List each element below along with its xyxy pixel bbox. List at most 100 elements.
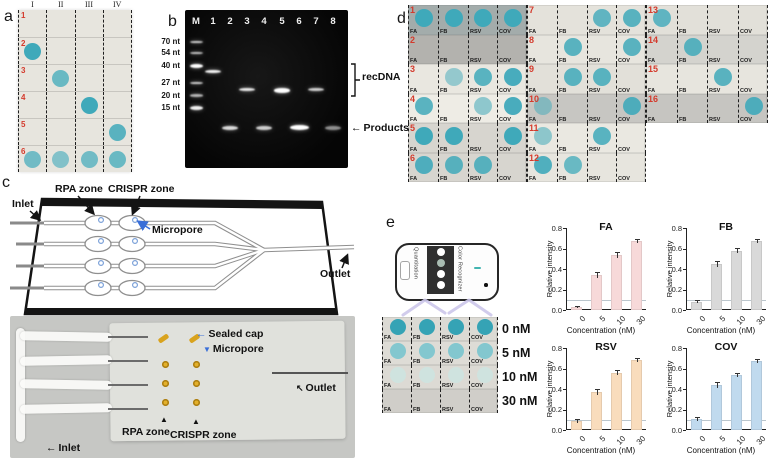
needle xyxy=(108,384,148,387)
strip-cell-label: FB xyxy=(413,383,421,389)
panel-a-row: 4 xyxy=(18,91,131,118)
test-dot xyxy=(24,43,41,60)
gel-lane-label: 1 xyxy=(210,16,216,27)
strip-cell: FB xyxy=(676,93,708,123)
strip-cell-label: RSV xyxy=(469,146,481,153)
strip-cell-label: FA xyxy=(410,146,418,153)
panel-a-cell xyxy=(102,92,131,118)
chart-y-tick-mark xyxy=(683,389,686,390)
strip-cell-label: FB xyxy=(678,87,686,94)
strip-cell: COV xyxy=(469,341,498,365)
strip-cell: COV xyxy=(616,5,646,35)
strip-cell: RSV xyxy=(467,152,498,182)
panel-b-label: b xyxy=(168,13,177,30)
outlet-arrow-icon: ↖ xyxy=(296,382,304,393)
chart-threshold-line xyxy=(567,299,646,301)
chart-error-bar xyxy=(716,382,718,388)
strip-cell-label: FA xyxy=(648,28,656,35)
strip-cell: FA xyxy=(527,123,557,153)
panel-d-label: d xyxy=(397,10,406,27)
strip-cell: COV xyxy=(497,5,527,35)
strip-cell-label: RSV xyxy=(588,117,600,123)
concentration-label: 10 nM xyxy=(502,370,538,384)
strip-cell: RSV xyxy=(440,341,469,365)
chart-y-tick-label: 0.2 xyxy=(671,285,682,294)
strip-cell: RSV xyxy=(467,93,498,123)
chart-y-tick-label: 0.6 xyxy=(671,364,682,373)
strip-cell: FA xyxy=(408,152,438,182)
strip-cell: COV xyxy=(616,93,646,123)
schematic-outlet-label: Outlet xyxy=(320,268,351,280)
chart-error-bar xyxy=(576,418,578,423)
chart-error-cap xyxy=(694,416,700,418)
strip-cell-label: FA xyxy=(384,335,392,341)
strip-cell: FA xyxy=(527,152,557,182)
strip-cell: FB xyxy=(437,123,468,153)
gel-product-band xyxy=(289,125,309,131)
strip-cell-label: FB xyxy=(413,359,421,365)
test-dot xyxy=(444,67,463,86)
chart-y-tick-mark xyxy=(683,348,686,349)
chart-error-bar xyxy=(576,305,578,309)
strip-cell-label: COV xyxy=(739,87,752,94)
test-dot xyxy=(683,38,702,56)
test-dot xyxy=(444,156,463,174)
chart-y-tick-mark xyxy=(563,310,566,311)
strip-cell-label: FB xyxy=(558,58,567,64)
strip-cell-label: FA xyxy=(410,58,418,64)
chart-error-bar xyxy=(636,239,638,244)
strip-cell-label: FA xyxy=(384,383,392,389)
concentration-label: 5 nM xyxy=(502,346,531,360)
chart-x-axis-label: Concentration (nM) xyxy=(566,326,636,335)
strip-number: 2 xyxy=(410,34,416,45)
chart-y-tick-mark xyxy=(683,269,686,270)
panel-a-row-number: 2 xyxy=(21,39,26,48)
strip-cell-label: COV xyxy=(618,58,631,64)
strip-cell-label: RSV xyxy=(588,28,600,35)
chart-error-bar xyxy=(636,358,638,363)
strip-cell-label: RSV xyxy=(469,87,481,94)
strip-cell-label: RSV xyxy=(709,87,721,94)
smartphone-schematic: Quantitation Color Recognizer xyxy=(395,243,499,301)
rpa-zone-arrow-icon: ▲ xyxy=(160,415,168,424)
test-dot xyxy=(563,38,582,56)
strip-cell: FA xyxy=(646,64,677,94)
chart-y-axis-label: Relative intensity xyxy=(665,240,674,298)
strip-cell-label: FA xyxy=(529,117,537,123)
recdna-bracket xyxy=(351,63,360,97)
test-dot xyxy=(52,70,70,87)
chart-y-tick-mark xyxy=(563,289,566,291)
test-dot xyxy=(504,67,523,86)
gel-marker-label: 27 nt xyxy=(161,77,180,87)
strip-cell: FB xyxy=(556,64,587,94)
gel-recdna-band xyxy=(308,87,324,92)
panel-a-row-number: 5 xyxy=(21,120,26,129)
test-dot xyxy=(593,8,612,27)
strip-cell: FA xyxy=(408,123,438,153)
chart-bar xyxy=(611,372,622,430)
chart-y-axis-label: Relative intensity xyxy=(545,240,554,298)
strip-cell-label: FB xyxy=(558,87,567,94)
strip-cell-label: FA xyxy=(648,87,656,94)
chart-y-tick-label: 0.6 xyxy=(551,244,562,253)
test-dot xyxy=(24,151,41,168)
gel-product-band xyxy=(325,125,341,130)
schematic-rpa-zone-label: RPA zone xyxy=(55,183,103,195)
products-annotation: ← Products xyxy=(351,122,409,134)
test-dot xyxy=(447,367,464,383)
products-annotation-text: Products xyxy=(363,122,410,134)
chart-error-cap xyxy=(694,300,700,302)
strip-cell: FB xyxy=(676,5,708,35)
strip-cell-label: COV xyxy=(618,117,631,123)
strip-cell: FB xyxy=(556,152,587,182)
chart-x-axis-label: Concentration (nM) xyxy=(566,446,636,455)
test-dot xyxy=(593,67,612,86)
